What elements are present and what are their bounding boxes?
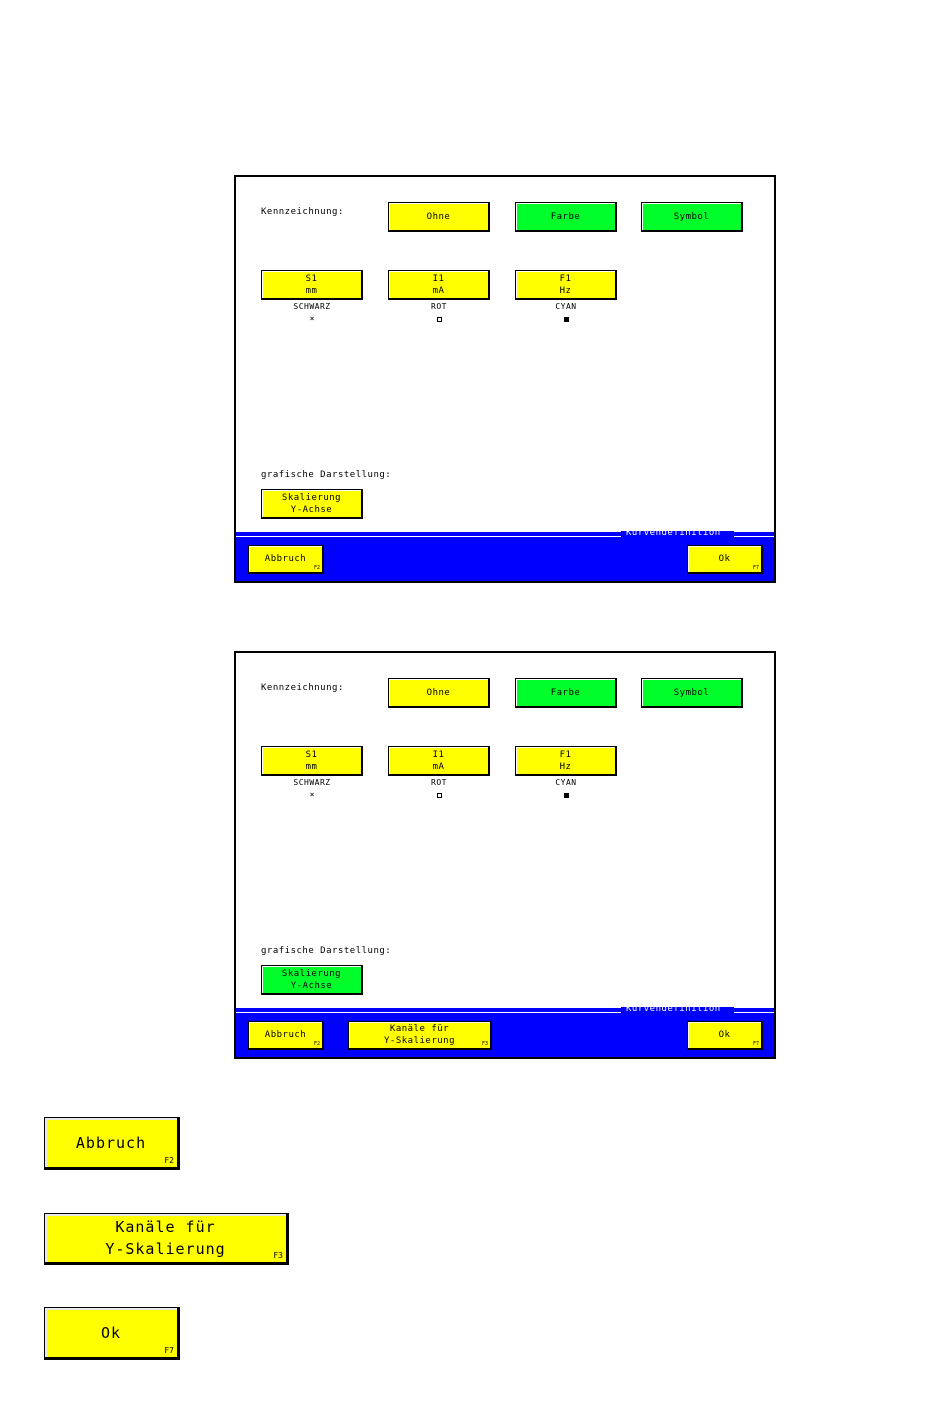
abbruch-button[interactable]: Abbruch F2 xyxy=(248,1021,324,1050)
abbruch-button[interactable]: Abbruch F2 xyxy=(248,545,324,574)
open-square-marker-icon xyxy=(388,316,490,324)
ok-button[interactable]: Ok F7 xyxy=(687,1021,763,1050)
channel-button-i1[interactable]: I1 mA xyxy=(388,270,490,300)
ohne-button[interactable]: Ohne xyxy=(388,202,490,232)
open-square-marker-icon xyxy=(388,792,490,800)
kanaele-fuer-y-skalierung-button-large[interactable]: Kanäle für Y-Skalierung F3 xyxy=(44,1213,289,1265)
kennzeichnung-label: Kennzeichnung: xyxy=(261,207,344,217)
channel-button-s1[interactable]: S1 mm xyxy=(261,270,363,300)
channel-button-f1[interactable]: F1 Hz xyxy=(515,270,617,300)
ok-button[interactable]: Ok F7 xyxy=(687,545,763,574)
kanaele-fuer-y-skalierung-button[interactable]: Kanäle für Y-Skalierung F3 xyxy=(348,1021,492,1050)
screen-1-kurvendefinition: Kennzeichnung: Ohne Farbe Symbol S1 mm I… xyxy=(234,175,776,583)
bar-divider xyxy=(236,1007,621,1013)
channel-color-cyan: CYAN xyxy=(555,778,577,787)
bottom-bar: Kurvendefinition Abbruch F2 Kanäle für Y… xyxy=(236,1004,774,1057)
bar-divider xyxy=(236,531,621,537)
bar-divider xyxy=(734,531,774,537)
fkey-hint: F2 xyxy=(313,1041,320,1047)
channel-color-rot: ROT xyxy=(431,778,447,787)
channel-color-rot: ROT xyxy=(431,302,447,311)
grafische-darstellung-label: grafische Darstellung: xyxy=(261,946,392,956)
farbe-button[interactable]: Farbe xyxy=(515,202,617,232)
fkey-hint: F3 xyxy=(481,1041,488,1047)
farbe-button[interactable]: Farbe xyxy=(515,678,617,708)
channel-button-s1[interactable]: S1 mm xyxy=(261,746,363,776)
bar-divider xyxy=(734,1007,774,1013)
channel-color-schwarz: SCHWARZ xyxy=(293,302,331,311)
cross-marker-icon: × xyxy=(309,314,315,323)
fkey-hint: F3 xyxy=(273,1251,283,1260)
ohne-button[interactable]: Ohne xyxy=(388,678,490,708)
channel-button-i1[interactable]: I1 mA xyxy=(388,746,490,776)
fkey-hint: F7 xyxy=(752,565,759,571)
skalierung-y-achse-button[interactable]: Skalierung Y-Achse xyxy=(261,489,363,519)
filled-square-marker-icon xyxy=(515,792,617,800)
abbruch-button-large[interactable]: Abbruch F2 xyxy=(44,1117,180,1170)
fkey-hint: F7 xyxy=(752,1041,759,1047)
fkey-hint: F2 xyxy=(164,1156,174,1165)
fkey-hint: F7 xyxy=(164,1346,174,1355)
kennzeichnung-label: Kennzeichnung: xyxy=(261,683,344,693)
symbol-button[interactable]: Symbol xyxy=(641,678,743,708)
channel-color-schwarz: SCHWARZ xyxy=(293,778,331,787)
bar-title: Kurvendefinition xyxy=(626,1004,721,1014)
channel-color-cyan: CYAN xyxy=(555,302,577,311)
ok-button-large[interactable]: Ok F7 xyxy=(44,1307,180,1360)
grafische-darstellung-label: grafische Darstellung: xyxy=(261,470,392,480)
cross-marker-icon: × xyxy=(309,790,315,799)
skalierung-y-achse-button[interactable]: Skalierung Y-Achse xyxy=(261,965,363,995)
filled-square-marker-icon xyxy=(515,316,617,324)
channel-button-f1[interactable]: F1 Hz xyxy=(515,746,617,776)
symbol-button[interactable]: Symbol xyxy=(641,202,743,232)
screen-2-kurvendefinition: Kennzeichnung: Ohne Farbe Symbol S1 mm I… xyxy=(234,651,776,1059)
bottom-bar: Kurvendefinition Abbruch F2 Ok F7 xyxy=(236,528,774,581)
fkey-hint: F2 xyxy=(313,565,320,571)
bar-title: Kurvendefinition xyxy=(626,528,721,538)
